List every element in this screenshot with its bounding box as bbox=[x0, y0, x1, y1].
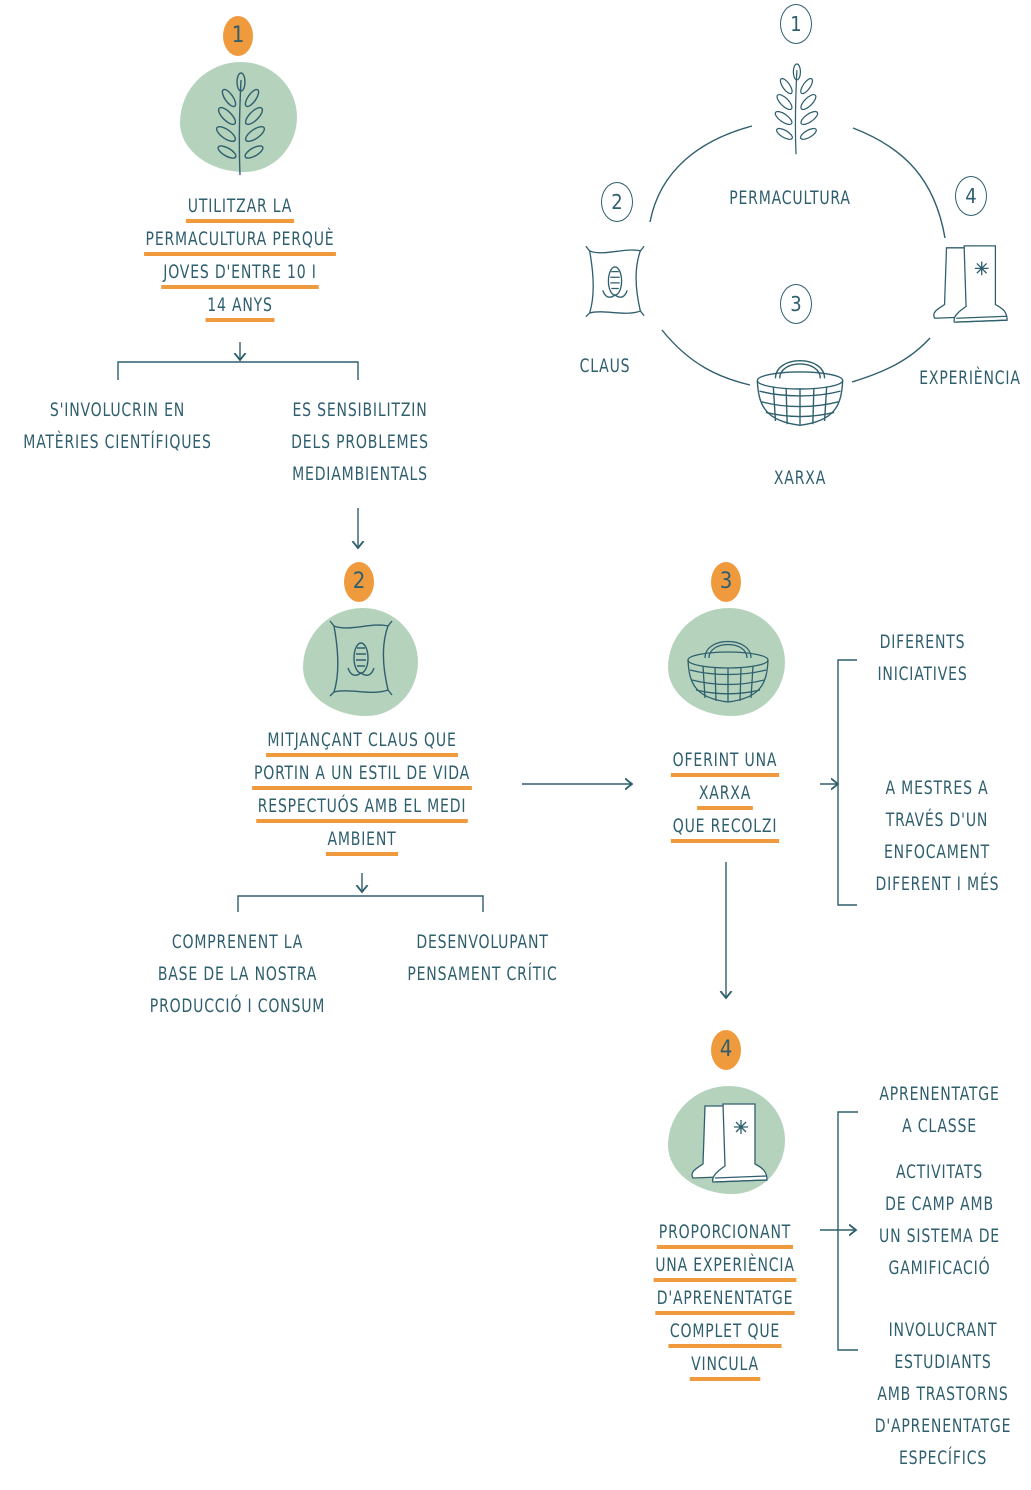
branch-line: DE CAMP AMB bbox=[885, 1193, 994, 1215]
branch-line: ES SENSIBILITZIN bbox=[292, 399, 428, 421]
branch-line: A CLASSE bbox=[902, 1115, 977, 1137]
step1-icon-blob bbox=[180, 62, 297, 172]
branch-line: ESTUDIANTS bbox=[894, 1351, 992, 1373]
step1-branch-left: S'INVOLUCRIN EN MATÈRIES CIENTÍFIQUES bbox=[17, 394, 218, 458]
step2-badge: 2 bbox=[344, 562, 374, 602]
step2-line: AMBIENT bbox=[325, 826, 399, 856]
branch-line: ESPECÍFICS bbox=[898, 1447, 988, 1469]
seed-bag-icon bbox=[329, 620, 393, 697]
cycle-number-4: 4 bbox=[955, 176, 987, 216]
step3-branch-bottom: A MESTRES A TRAVÉS D'UN ENFOCAMENT DIFER… bbox=[876, 772, 999, 900]
step4-line: D'APRENENTATGE bbox=[655, 1285, 795, 1315]
seed-bag-icon bbox=[585, 245, 645, 318]
cycle-label-permacultura: PERMACULTURA bbox=[729, 187, 851, 209]
basket-icon bbox=[687, 640, 769, 703]
branch-line: ENFOCAMENT bbox=[883, 841, 991, 863]
step4-branch-1: APRENENTATGE A CLASSE bbox=[876, 1078, 1003, 1142]
step3-line: XARXA bbox=[697, 780, 753, 810]
branch-line: DIFERENT I MÉS bbox=[875, 873, 1000, 895]
leaf-icon bbox=[215, 72, 266, 176]
step2-branch-right: DESENVOLUPANT PENSAMENT CRÍTIC bbox=[403, 926, 563, 990]
step3-line: OFERINT UNA bbox=[671, 747, 779, 777]
branch-line: COMPRENENT LA bbox=[171, 931, 304, 953]
step2-line: MITJANÇANT CLAUS QUE bbox=[265, 727, 459, 757]
step1-line: 14 ANYS bbox=[205, 292, 275, 322]
step4-line: COMPLET QUE bbox=[668, 1318, 782, 1348]
boots-icon bbox=[933, 245, 1008, 323]
step3-branch-top: DIFERENTS INICIATIVES bbox=[863, 626, 982, 690]
step2-icon-blob bbox=[303, 608, 418, 716]
branch-line: MEDIAMBIENTALS bbox=[292, 463, 428, 485]
cycle-number-1: 1 bbox=[780, 4, 812, 44]
branch-line: S'INVOLUCRIN EN bbox=[49, 399, 186, 421]
step2-branch-left: COMPRENENT LA BASE DE LA NOSTRA PRODUCCI… bbox=[149, 926, 325, 1022]
branch-line: BASE DE LA NOSTRA bbox=[157, 963, 318, 985]
step4-line: VINCULA bbox=[689, 1351, 761, 1381]
branch-line: DELS PROBLEMES bbox=[291, 431, 429, 453]
step1-line: UTILITZAR LA bbox=[186, 193, 294, 223]
branch-line: AMB TRASTORNS bbox=[877, 1383, 1009, 1405]
step1-badge: 1 bbox=[223, 16, 253, 56]
branch-line: INICIATIVES bbox=[877, 663, 968, 685]
step2-line: RESPECTUÓS AMB EL MEDI bbox=[256, 793, 468, 823]
cycle-label-experiencia: EXPERIÈNCIA bbox=[919, 367, 1021, 389]
step1-line: JOVES D'ENTRE 10 I bbox=[161, 259, 319, 289]
branch-line: DIFERENTS bbox=[879, 631, 966, 653]
branch-line: A MESTRES A bbox=[885, 777, 989, 799]
cycle-number-2: 2 bbox=[601, 182, 633, 222]
step4-branch-2: ACTIVITATS DE CAMP AMB UN SISTEMA DE GAM… bbox=[876, 1156, 1003, 1284]
branch-line: GAMIFICACIÓ bbox=[888, 1257, 991, 1279]
step4-line: UNA EXPERIÈNCIA bbox=[653, 1252, 797, 1282]
leaf-icon bbox=[774, 63, 819, 155]
branch-line: MATÈRIES CIENTÍFIQUES bbox=[23, 431, 212, 453]
step4-branch-3: INVOLUCRANT ESTUDIANTS AMB TRASTORNS D'A… bbox=[873, 1314, 1012, 1474]
step4-text: PROPORCIONANT UNA EXPERIÈNCIA D'APRENENT… bbox=[643, 1216, 807, 1381]
cycle-label-xarxa: XARXA bbox=[773, 467, 827, 489]
step3-badge: 3 bbox=[711, 562, 741, 602]
branch-line: D'APRENENTATGE bbox=[874, 1415, 1012, 1437]
step4-line: PROPORCIONANT bbox=[657, 1219, 793, 1249]
basket-icon bbox=[756, 360, 844, 426]
branch-line: PRODUCCIÓ I CONSUM bbox=[149, 995, 326, 1017]
branch-line: TRAVÉS D'UN bbox=[885, 809, 989, 831]
branch-line: INVOLUCRANT bbox=[888, 1319, 998, 1341]
step3-line: QUE RECOLZI bbox=[671, 813, 779, 843]
step3-text: OFERINT UNA XARXA QUE RECOLZI bbox=[655, 744, 794, 843]
branch-line: DESENVOLUPANT bbox=[416, 931, 549, 953]
step1-branch-right: ES SENSIBILITZIN DELS PROBLEMES MEDIAMBI… bbox=[274, 394, 446, 490]
boots-icon bbox=[691, 1103, 768, 1183]
branch-line: ACTIVITATS bbox=[896, 1161, 983, 1183]
step1-text: UTILITZAR LA PERMACULTURA PERQUÈ JOVES D… bbox=[133, 190, 346, 322]
branch-line: UN SISTEMA DE bbox=[878, 1225, 1000, 1247]
cycle-number-3: 3 bbox=[780, 284, 812, 324]
step2-text: MITJANÇANT CLAUS QUE PORTIN A UN ESTIL D… bbox=[239, 724, 485, 856]
branch-line: PENSAMENT CRÍTIC bbox=[407, 963, 558, 985]
branch-line: APRENENTATGE bbox=[879, 1083, 1000, 1105]
cycle-label-claus: CLAUS bbox=[579, 355, 631, 377]
step2-line: PORTIN A UN ESTIL DE VIDA bbox=[252, 760, 472, 790]
step1-line: PERMACULTURA PERQUÈ bbox=[143, 226, 337, 256]
step4-badge: 4 bbox=[711, 1030, 741, 1070]
